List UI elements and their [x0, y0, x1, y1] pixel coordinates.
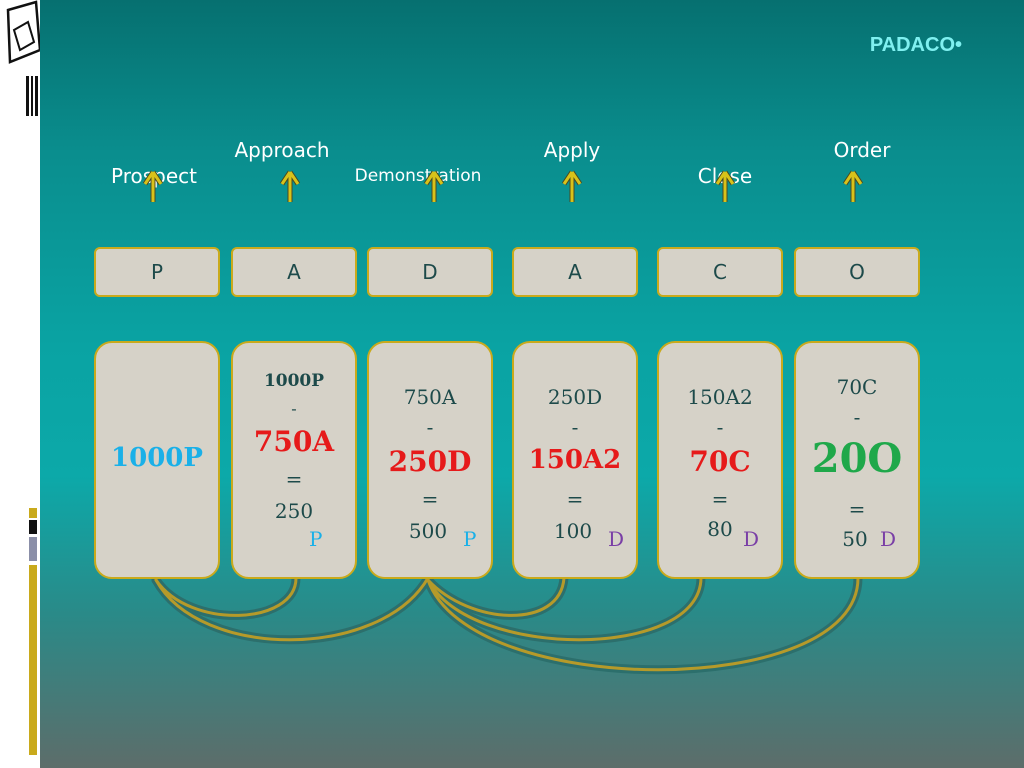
up-arrow-icon: [715, 170, 735, 202]
order-result: 50: [842, 527, 868, 551]
apply-eq: =: [566, 487, 584, 511]
notebook-icon: [6, 0, 40, 116]
calc-box-approach: 1000P - 750A = 250 P: [231, 341, 357, 579]
prospect-total: 1000P: [111, 443, 203, 473]
approach-minus: -: [291, 399, 297, 418]
apply-tag: D: [608, 527, 625, 551]
close-sub: 70C: [689, 445, 751, 478]
calc-box-demonstration: 750A - 250D = 500 P: [367, 341, 493, 579]
strip-bar-yellow: [29, 508, 37, 518]
letter-box-o: O: [794, 247, 920, 297]
order-eq: =: [848, 497, 866, 521]
up-arrow-icon: [562, 170, 582, 202]
up-arrow-icon: [143, 170, 163, 202]
close-result: 80: [707, 517, 733, 541]
order-from: 70C: [836, 375, 878, 399]
up-arrow-icon: [424, 170, 444, 202]
letter-box-c: C: [657, 247, 783, 297]
up-arrow-icon: [843, 170, 863, 202]
approach-eq: =: [285, 467, 303, 491]
stage-label-apply: Apply: [543, 138, 601, 162]
apply-minus: -: [571, 415, 579, 439]
letter-box-d: D: [367, 247, 493, 297]
close-from: 150A2: [687, 385, 753, 409]
apply-from: 250D: [547, 385, 603, 409]
close-tag: D: [743, 527, 760, 551]
order-tag: D: [880, 527, 897, 551]
approach-result: 250: [274, 499, 314, 523]
order-minus: -: [853, 405, 861, 429]
apply-result: 100: [553, 519, 593, 543]
approach-from: 1000P: [263, 371, 325, 391]
close-eq: =: [711, 487, 729, 511]
demonstration-from: 750A: [403, 385, 457, 409]
demonstration-eq: =: [421, 487, 439, 511]
demonstration-sub: 250D: [388, 445, 472, 478]
calc-box-order: 70C - 20O = 50 D: [794, 341, 920, 579]
close-minus: -: [716, 415, 724, 439]
stage-label-demonstration: Demonstration: [354, 166, 482, 186]
stage-label-approach: Approach: [234, 138, 330, 162]
slide-title: PADACO•: [869, 34, 962, 56]
demonstration-tag: P: [463, 527, 477, 551]
order-sub: 20O: [811, 435, 903, 482]
stage-label-order: Order: [833, 138, 891, 162]
strip-bar-black: [29, 520, 37, 534]
demonstration-minus: -: [426, 415, 434, 439]
letter-box-a: A: [231, 247, 357, 297]
approach-tag: P: [309, 527, 323, 551]
calc-box-prospect: 1000P: [94, 341, 220, 579]
approach-sub: 750A: [253, 425, 335, 458]
letter-box-p: P: [94, 247, 220, 297]
calc-box-apply: 250D - 150A2 = 100 D: [512, 341, 638, 579]
strip-bar-gold: [29, 565, 37, 755]
letter-box-a2: A: [512, 247, 638, 297]
apply-sub: 150A2: [528, 445, 622, 475]
demonstration-result: 500: [408, 519, 448, 543]
calc-box-close: 150A2 - 70C = 80 D: [657, 341, 783, 579]
up-arrow-icon: [280, 170, 300, 202]
strip-bar-gray: [29, 537, 37, 561]
left-decoration-strip: [0, 0, 40, 768]
